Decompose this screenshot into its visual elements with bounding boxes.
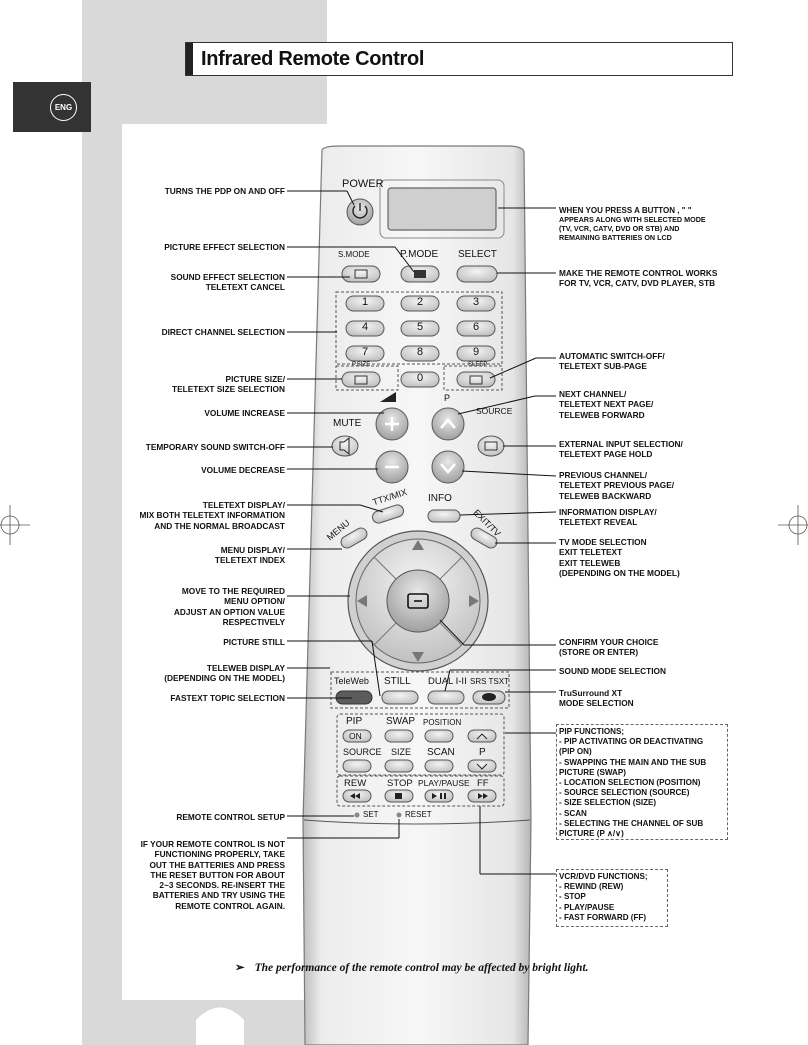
power-button bbox=[346, 198, 374, 226]
pip-size-label: SIZE bbox=[391, 747, 412, 757]
digit-5-button[interactable]: 5 bbox=[416, 321, 424, 333]
label-power: TURNS THE PDP ON AND OFF bbox=[164, 186, 285, 196]
bottom-tab bbox=[196, 1007, 244, 1045]
reset-label: RESET bbox=[405, 810, 432, 819]
label-setup: REMOTE CONTROL SETUP bbox=[176, 812, 285, 822]
set-label: SET bbox=[363, 810, 379, 819]
page-title: Infrared Remote Control bbox=[201, 48, 425, 70]
smode-button bbox=[341, 265, 381, 283]
lcd-screen bbox=[387, 187, 497, 231]
menu-button bbox=[340, 527, 368, 549]
digit-2-button[interactable]: 2 bbox=[416, 296, 424, 308]
label-menu: MENU DISPLAY/TELETEXT INDEX bbox=[214, 545, 285, 566]
psize-label: P.SIZE bbox=[352, 362, 371, 368]
pip-scan-label: SCAN bbox=[427, 747, 455, 758]
label-fastext: FASTEXT TOPIC SELECTION bbox=[170, 693, 285, 703]
label-source: EXTERNAL INPUT SELECTION/TELETEXT PAGE H… bbox=[559, 439, 683, 460]
vcr-functions-text: VCR/DVD FUNCTIONS;- REWIND (REW)- STOP- … bbox=[559, 872, 648, 922]
label-sleep: AUTOMATIC SWITCH-OFF/TELETEXT SUB-PAGE bbox=[559, 351, 665, 372]
digit-4-button[interactable]: 4 bbox=[361, 321, 369, 333]
pip-functions-text: PIP FUNCTIONS;- PIP ACTIVATING OR DEACTI… bbox=[559, 727, 707, 839]
still-label: STILL bbox=[384, 676, 411, 687]
mute-label: MUTE bbox=[333, 418, 362, 429]
dual-label: DUAL I-II bbox=[428, 676, 467, 687]
digit-0-button[interactable]: 0 bbox=[416, 372, 424, 384]
crop-mark-right bbox=[778, 505, 808, 545]
select-label: SELECT bbox=[458, 249, 497, 260]
label-volume-decrease: VOLUME DECREASE bbox=[201, 465, 285, 475]
swap-label: SWAP bbox=[386, 716, 416, 727]
title-accent bbox=[186, 43, 193, 75]
footnote: ➢ The performance of the remote control m… bbox=[235, 960, 589, 974]
digit-3-button[interactable]: 3 bbox=[472, 296, 480, 308]
label-sound-mode: SOUND MODE SELECTION bbox=[559, 666, 666, 676]
source-label: SOURCE bbox=[476, 406, 513, 416]
pip-functions-box bbox=[556, 724, 728, 840]
pip-source-label: SOURCE bbox=[343, 747, 382, 757]
label-volume-increase: VOLUME INCREASE bbox=[204, 408, 285, 418]
smode-label: S.MODE bbox=[338, 250, 370, 259]
mute-button bbox=[331, 435, 359, 457]
digit-9-button[interactable]: 9 bbox=[472, 346, 480, 358]
label-direct-channel: DIRECT CHANNEL SELECTION bbox=[161, 327, 285, 337]
label-picture-effect: PICTURE EFFECT SELECTION bbox=[164, 242, 285, 252]
label-picture-size: PICTURE SIZE/TELETEXT SIZE SELECTION bbox=[172, 374, 285, 395]
label-teleweb: TELEWEB DISPLAY(DEPENDING ON THE MODEL) bbox=[164, 663, 285, 684]
exit-button bbox=[470, 527, 498, 549]
digit-6-button[interactable]: 6 bbox=[472, 321, 480, 333]
info-button bbox=[427, 509, 461, 523]
pip-p-label: P bbox=[479, 747, 486, 758]
position-label: POSITION bbox=[423, 718, 462, 727]
teleweb-label: TeleWeb bbox=[334, 676, 369, 686]
srs-label: SRS TSXT bbox=[470, 677, 509, 686]
p-label: P bbox=[444, 393, 451, 403]
label-confirm: CONFIRM YOUR CHOICE(STORE OR ENTER) bbox=[559, 637, 659, 658]
channel-down-button bbox=[431, 450, 465, 484]
label-mute: TEMPORARY SOUND SWITCH-OFF bbox=[145, 442, 285, 452]
language-tab: ENG bbox=[13, 82, 91, 132]
label-lcd: WHEN YOU PRESS A BUTTON , " "APPEARS ALO… bbox=[559, 206, 706, 242]
label-previous-channel: PREVIOUS CHANNEL/TELETEXT PREVIOUS PAGE/… bbox=[559, 470, 675, 501]
pip-label: PIP bbox=[346, 716, 363, 727]
pmode-label: P.MODE bbox=[400, 249, 439, 260]
title-box: Infrared Remote Control bbox=[185, 42, 733, 76]
vcr-functions-box bbox=[556, 869, 668, 927]
digit-1-button[interactable]: 1 bbox=[361, 296, 369, 308]
stop-label: STOP bbox=[387, 778, 413, 789]
pip-on-button[interactable]: ON bbox=[349, 731, 362, 741]
info-label: INFO bbox=[428, 493, 452, 504]
digit-7-button[interactable]: 7 bbox=[361, 346, 369, 358]
label-info: INFORMATION DISPLAY/TELETEXT REVEAL bbox=[559, 507, 657, 528]
language-badge: ENG bbox=[50, 94, 77, 121]
label-next-channel: NEXT CHANNEL/TELETEXT NEXT PAGE/TELEWEB … bbox=[559, 389, 654, 420]
rew-label: REW bbox=[344, 778, 367, 789]
footnote-arrow-icon: ➢ bbox=[235, 962, 245, 974]
label-teletext-display: TELETEXT DISPLAY/MIX BOTH TELETEXT INFOR… bbox=[139, 500, 286, 531]
select-button bbox=[456, 265, 498, 283]
crop-mark-left bbox=[0, 505, 30, 545]
power-label: POWER bbox=[342, 178, 384, 190]
ff-label: FF bbox=[477, 778, 489, 789]
playpause-label: PLAY/PAUSE bbox=[418, 778, 470, 788]
sleep-label: SLEEP bbox=[468, 362, 488, 368]
footnote-text: The performance of the remote control ma… bbox=[254, 962, 589, 974]
channel-up-button bbox=[431, 407, 465, 441]
source-button bbox=[477, 435, 505, 457]
ttx-button bbox=[371, 504, 405, 524]
label-still: PICTURE STILL bbox=[223, 637, 285, 647]
digit-8-button[interactable]: 8 bbox=[416, 346, 424, 358]
